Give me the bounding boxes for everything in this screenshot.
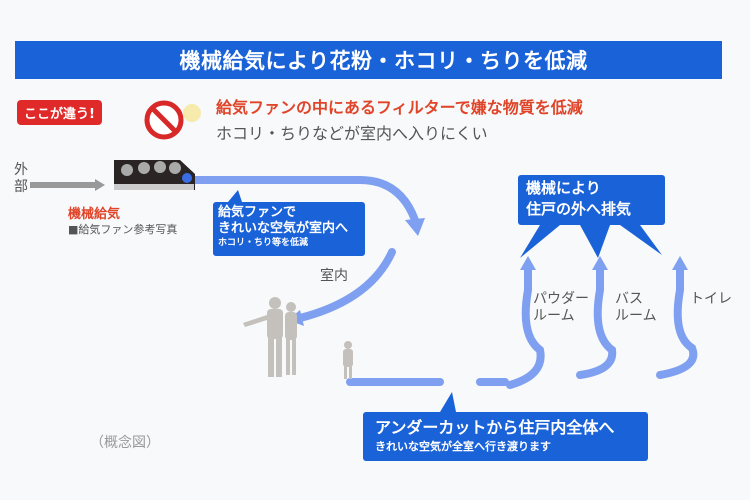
mechanical-supply-label: 機械給気 (68, 207, 121, 222)
indoor-label: 室内 (320, 268, 348, 284)
no-dust-icon (144, 100, 201, 140)
room-label-toilet: トイレ (690, 291, 732, 307)
difference-badge: ここが違う! (17, 100, 102, 125)
outside-label: 外 部 (14, 162, 28, 195)
title-banner: 機械給気により花粉・ホコリ・ちりを低減 (15, 41, 722, 79)
people-silhouette-icon (243, 297, 353, 379)
undercut-callout: アンダーカットから住戸内全体へ きれいな空気が全室へ行き渡ります (363, 412, 648, 461)
supply-fan-unit-image (114, 160, 195, 190)
room-label-bath: バス ルーム (615, 291, 657, 324)
feature-subline: ホコリ・ちりなどが室内へ入りにくい (216, 124, 488, 143)
photo-caption: ■給気ファン参考写真 (68, 223, 178, 236)
concept-diagram-note: （概念図） (90, 435, 160, 451)
title-text: 機械給気により花粉・ホコリ・ちりを低減 (179, 49, 588, 73)
room-label-powder: パウダー ルーム (533, 291, 589, 324)
supply-fan-callout: 給気ファンで きれいな空気が室内へ ホコリ・ちり等を低減 (213, 202, 365, 256)
exhaust-callout: 機械により 住戸の外へ排気 (518, 175, 665, 225)
feature-headline: 給気ファンの中にあるフィルターで嫌な物質を低減 (216, 98, 583, 117)
